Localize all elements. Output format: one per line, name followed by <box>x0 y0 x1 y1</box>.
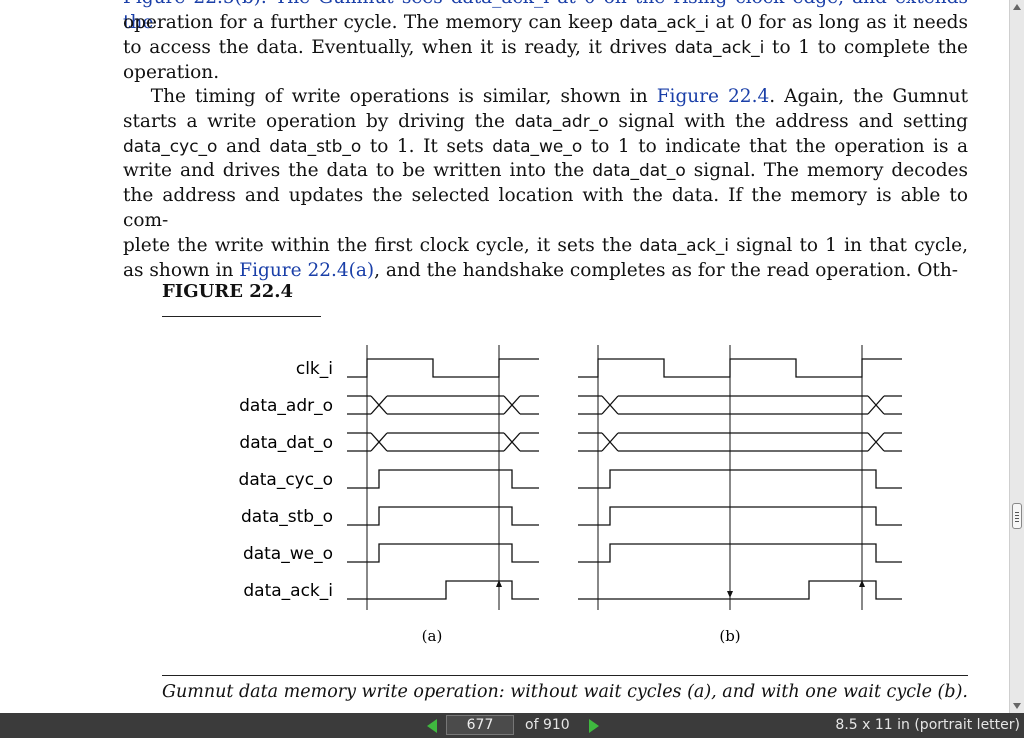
signal-name: data_ack_i <box>674 37 765 58</box>
paragraph-1: operation for a further cycle. The memor… <box>123 11 968 85</box>
text-run: the address and updates the selected loc… <box>123 185 968 231</box>
scrollbar-thumb[interactable] <box>1012 503 1022 529</box>
bus-transition <box>370 432 388 452</box>
text-run: at 0 for as long as it needs <box>709 12 969 33</box>
bus-segment <box>387 432 504 452</box>
bus-transition <box>503 395 521 415</box>
subfigure-a-label: (a) <box>422 627 443 645</box>
bus-transition <box>601 432 619 452</box>
figure-link[interactable]: Figure 22.4 <box>656 86 770 107</box>
signal-label: data_adr_o <box>239 396 333 416</box>
bus-segment <box>884 432 902 452</box>
bus-segment <box>520 432 539 452</box>
text-run: to 1. It sets <box>361 135 493 157</box>
bus-segment <box>884 395 902 415</box>
text-run: to 1 to complete the <box>764 36 968 58</box>
text-run: . Again, the Gumnut <box>769 86 969 107</box>
timing-diagram: clk_i data_adr_o data_dat_o data_cyc_o data_… <box>239 345 902 645</box>
vertical-scrollbar[interactable] <box>1009 0 1024 713</box>
sample-arrow-icon <box>727 591 733 598</box>
bus-transition <box>867 395 885 415</box>
waveform <box>347 358 539 378</box>
clock-edge-lines <box>366 345 865 610</box>
signal-name: data_ack_i <box>619 13 710 33</box>
text-run: write and drives the data to be written … <box>123 160 593 182</box>
signal-label: data_we_o <box>243 544 333 564</box>
waveform <box>347 543 539 563</box>
waveform <box>347 506 539 526</box>
figure-caption: Gumnut data memory write operation: with… <box>162 682 968 702</box>
figure-label: FIGURE 22.4 <box>162 281 294 302</box>
scroll-up-arrow-icon[interactable] <box>1013 4 1021 10</box>
text-run: operation for a further cycle. The memor… <box>123 12 620 33</box>
text-run: plete the write within the first clock c… <box>123 234 640 256</box>
waveform <box>347 580 539 600</box>
text-run: , and the handshake completes as for the… <box>374 259 959 281</box>
caption-rule <box>162 675 968 676</box>
waveforms-b <box>578 358 902 600</box>
signal-label: data_cyc_o <box>239 470 333 490</box>
document-viewer: Figure 22.5(b). The Gumnut sees data_ack… <box>123 0 969 702</box>
status-bar: of 910 8.5 x 11 in (portrait letter) <box>0 713 1024 738</box>
signal-name: data_dat_o <box>592 161 686 182</box>
waveform <box>578 580 902 600</box>
signal-label: data_stb_o <box>241 507 333 527</box>
next-page-icon[interactable] <box>589 719 599 733</box>
bus-segment <box>618 432 868 452</box>
figure-label-rule <box>162 316 321 317</box>
text-run: to 1 to indicate that the operation is a <box>582 135 968 157</box>
bus-segment <box>520 395 539 415</box>
waveform <box>578 469 902 489</box>
figure-link[interactable]: Figure 22.4(a) <box>239 259 375 281</box>
text-run: to access the data. Eventually, when it … <box>123 36 675 58</box>
signal-name: data_ack_i <box>639 235 730 256</box>
bus-transition <box>370 395 388 415</box>
clipped-top-line: Figure 22.5(b). The Gumnut sees data_ack… <box>123 0 968 33</box>
bus-transition <box>503 432 521 452</box>
subfigure-b-label: (b) <box>719 627 740 645</box>
signal-name: data_cyc_o <box>123 136 218 157</box>
text-run: starts a write operation by driving the <box>123 110 515 132</box>
signal-label: data_ack_i <box>243 581 333 601</box>
sample-arrow-icon <box>859 580 865 587</box>
page-count: of 910 <box>525 717 570 733</box>
scroll-down-arrow-icon[interactable] <box>1013 703 1021 709</box>
waveforms-a <box>347 358 539 600</box>
previous-page-icon[interactable] <box>427 719 437 733</box>
signal-name: data_we_o <box>492 136 583 157</box>
waveform <box>578 506 902 526</box>
page-size-label: 8.5 x 11 in (portrait letter) <box>835 717 1020 733</box>
text-run: signal with the address and setting <box>608 110 968 132</box>
signal-label: clk_i <box>296 359 333 379</box>
bus-transition <box>867 432 885 452</box>
page-number-input[interactable] <box>446 715 514 735</box>
bus-segment <box>387 395 504 415</box>
text-run: The timing of write operations is simila… <box>123 86 657 107</box>
bus-segment <box>618 395 868 415</box>
signal-label: data_dat_o <box>239 433 333 453</box>
text-run: as shown in <box>123 259 240 281</box>
sample-arrow-icon <box>496 580 502 587</box>
text-run: and <box>217 135 270 157</box>
signal-name: data_stb_o <box>269 136 362 157</box>
text-run: operation. <box>123 61 220 83</box>
bus-transition <box>601 395 619 415</box>
waveform <box>578 543 902 563</box>
text-run: signal to 1 in that cycle, <box>729 234 968 256</box>
waveform <box>347 469 539 489</box>
text-run: signal. The memory decodes <box>685 160 969 182</box>
paragraph-2: The timing of write operations is simila… <box>123 85 968 283</box>
waveform <box>578 358 902 378</box>
signal-name: data_adr_o <box>514 111 609 132</box>
